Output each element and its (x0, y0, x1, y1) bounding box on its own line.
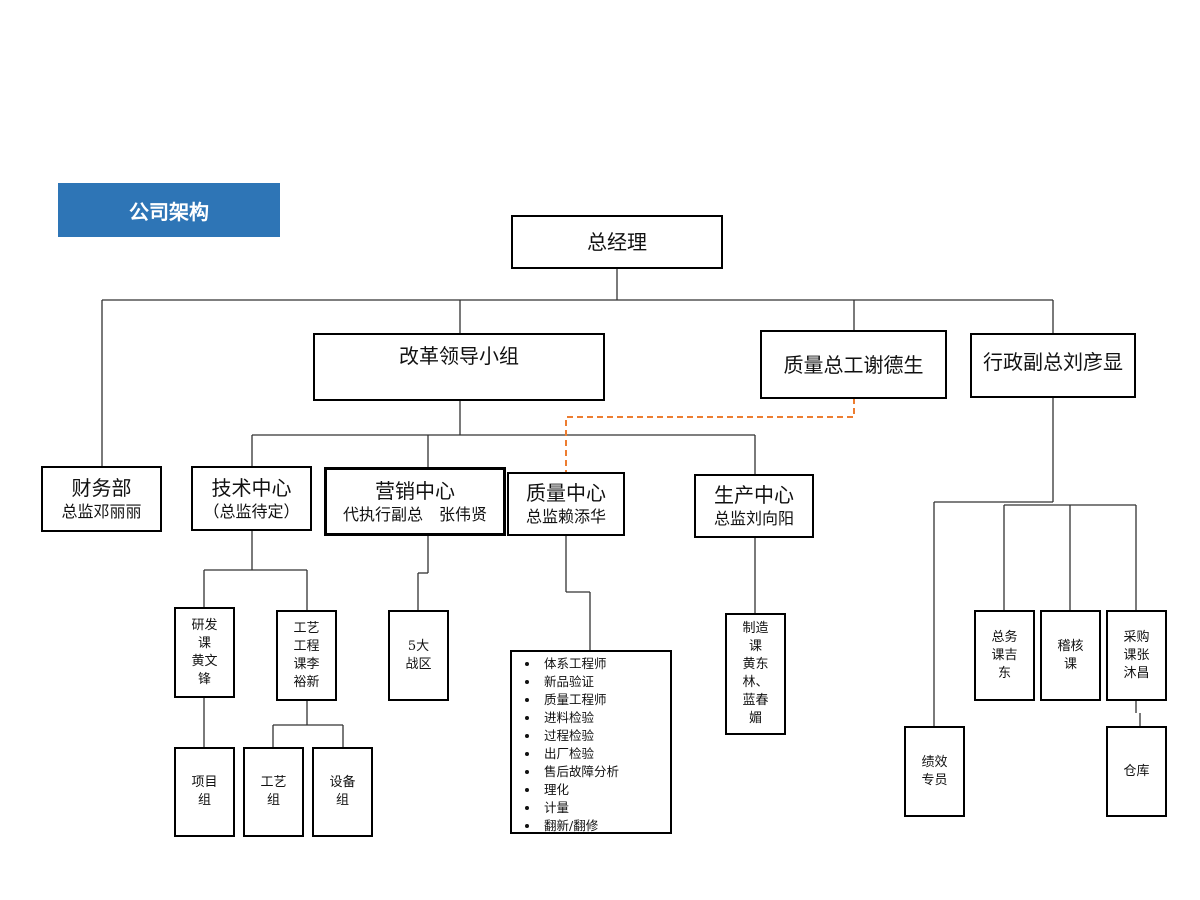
general-manager-label: 总经理 (587, 230, 647, 254)
performance-specialist-label: 绩效 专员 (921, 754, 948, 788)
process-group-label: 工艺 组 (260, 775, 287, 808)
marketing-center-title: 营销中心 (375, 478, 455, 503)
audit-section-node: 稽核 课 (1040, 610, 1101, 701)
project-group-label: 项目 组 (191, 775, 218, 808)
rd-section-label: 研发 课 黄文 锋 (191, 617, 218, 687)
list-item: 理化 (540, 781, 619, 799)
process-engineering-label: 工艺 工程 课李 裕新 (293, 620, 320, 690)
finance-dept-node: 财务部 总监邓丽丽 (41, 466, 162, 532)
project-group-node: 项目 组 (174, 747, 235, 837)
list-item: 质量工程师 (540, 691, 619, 709)
rd-section-node: 研发 课 黄文 锋 (174, 607, 235, 698)
quality-chief-label: 质量总工谢德生 (783, 352, 924, 377)
list-item: 计量 (540, 799, 619, 817)
war-zone-node: 5大 战区 (388, 610, 449, 701)
list-item: 过程检验 (540, 727, 619, 745)
admin-vp-label: 行政副总刘彦显 (983, 350, 1123, 374)
reform-group-node: 改革领导小组 (313, 333, 605, 401)
quality-functions-node: 体系工程师 新品验证 质量工程师 进料检验 过程检验 出厂检验 售后故障分析 理… (510, 650, 672, 834)
list-item: 体系工程师 (540, 655, 619, 673)
marketing-center-node: 营销中心 代执行副总 张伟贤 (324, 467, 506, 536)
equipment-group-node: 设备 组 (312, 747, 373, 837)
general-manager-node: 总经理 (511, 215, 723, 269)
general-affairs-label: 总务 课吉 东 (991, 629, 1018, 681)
marketing-center-director: 代执行副总 张伟贤 (342, 504, 487, 524)
audit-section-label: 稽核 课 (1057, 638, 1084, 672)
finance-title: 财务部 (71, 476, 132, 500)
quality-center-title: 质量中心 (526, 481, 606, 505)
equipment-group-label: 设备 组 (329, 775, 356, 808)
reform-group-label: 改革领导小组 (399, 344, 519, 368)
purchasing-section-node: 采购 课张 沐昌 (1106, 610, 1167, 701)
warehouse-label: 仓库 (1123, 763, 1150, 779)
tech-center-director: （总监待定） (203, 501, 300, 521)
purchasing-section-label: 采购 课张 沐昌 (1123, 629, 1150, 681)
finance-director: 总监邓丽丽 (61, 502, 142, 521)
tech-center-title: 技术中心 (211, 475, 292, 500)
quality-center-node: 质量中心 总监赖添华 (507, 472, 625, 536)
page-banner: 公司架构 (58, 183, 280, 237)
manufacturing-section-label: 制造 课 黄东 林、 蓝春 媚 (742, 621, 769, 726)
tech-center-node: 技术中心 （总监待定） (191, 466, 312, 531)
quality-functions-list: 体系工程师 新品验证 质量工程师 进料检验 过程检验 出厂检验 售后故障分析 理… (522, 655, 619, 835)
admin-vp-node: 行政副总刘彦显 (970, 333, 1136, 398)
list-item: 新品验证 (540, 673, 619, 691)
general-affairs-node: 总务 课吉 东 (974, 610, 1035, 701)
process-group-node: 工艺 组 (243, 747, 304, 837)
quality-chief-node: 质量总工谢德生 (760, 330, 947, 399)
list-item: 进料检验 (540, 709, 619, 727)
production-center-title: 生产中心 (714, 483, 794, 507)
list-item: 翻新/翻修 (540, 817, 619, 835)
performance-specialist-node: 绩效 专员 (904, 726, 965, 817)
manufacturing-section-node: 制造 课 黄东 林、 蓝春 媚 (725, 613, 786, 735)
production-center-node: 生产中心 总监刘向阳 (694, 474, 814, 538)
quality-center-director: 总监赖添华 (525, 507, 606, 526)
warehouse-node: 仓库 (1106, 726, 1167, 817)
list-item: 出厂检验 (540, 745, 619, 763)
war-zone-label: 5大 战区 (405, 638, 432, 672)
process-engineering-node: 工艺 工程 课李 裕新 (276, 610, 337, 701)
list-item: 售后故障分析 (540, 763, 619, 781)
production-center-director: 总监刘向阳 (713, 509, 794, 528)
